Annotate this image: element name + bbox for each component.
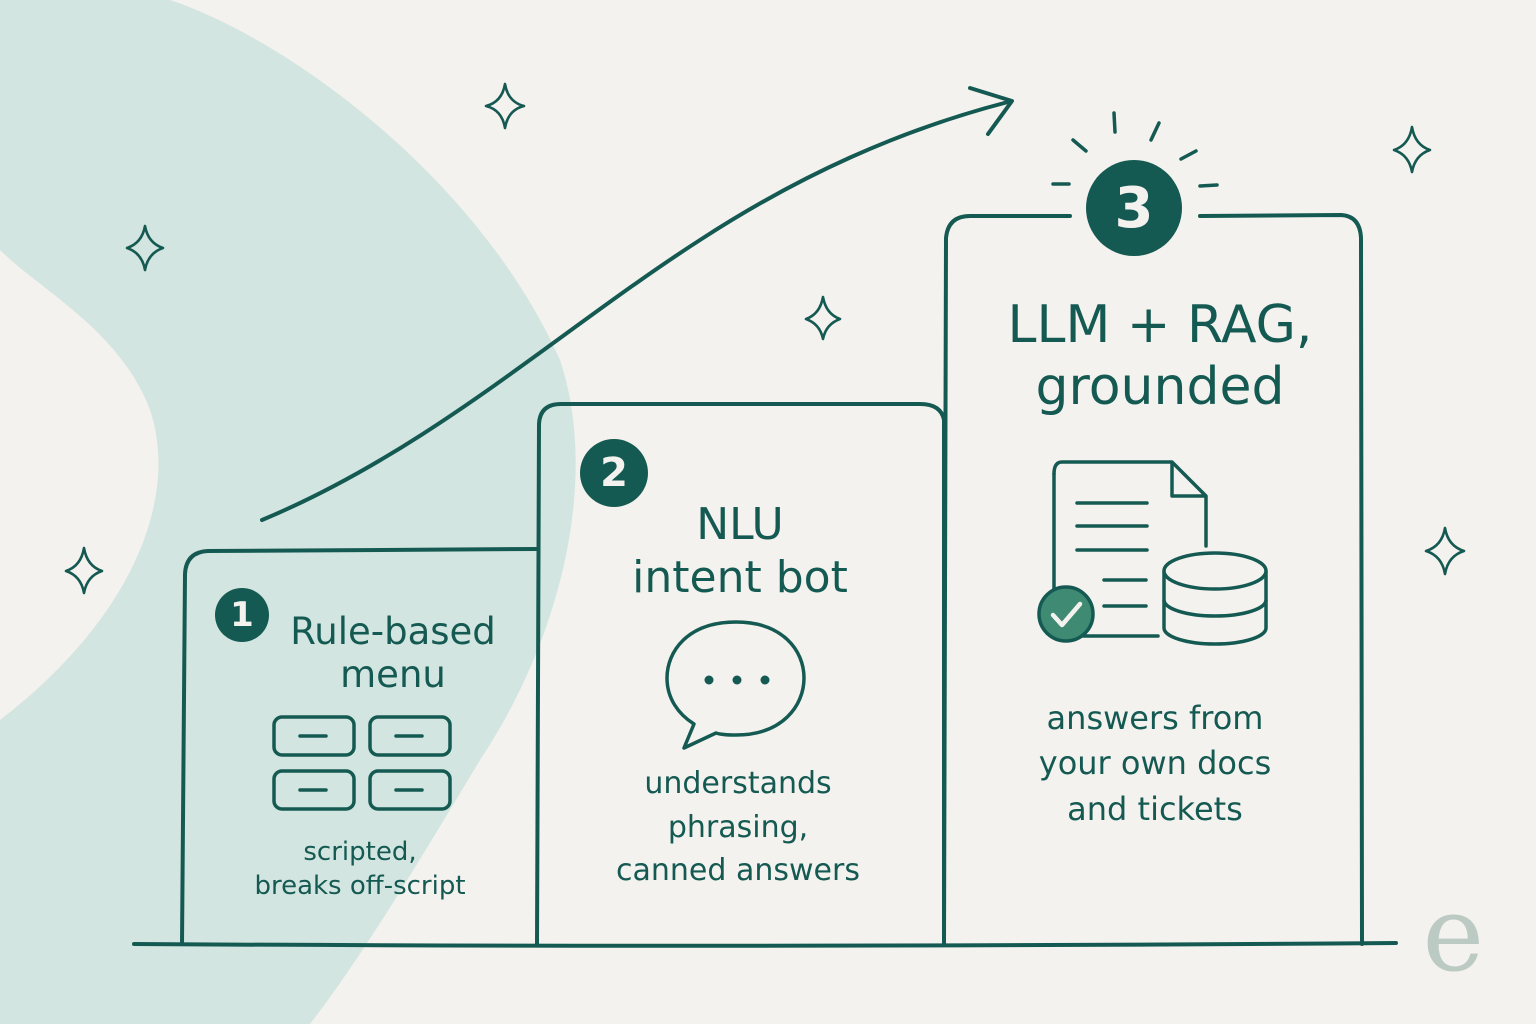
step-3-title-line-1: LLM + RAG, (1007, 295, 1313, 355)
sparkle-icon (64, 546, 104, 595)
step-3-description-line-3: and tickets (1067, 789, 1243, 828)
sparkle-icon (804, 295, 842, 341)
ground-line (132, 941, 1398, 948)
step-1-title-line-2: menu (340, 652, 446, 696)
growth-arrow-icon (260, 86, 1014, 522)
step-3-description: answers from your own docs and tickets (1010, 696, 1300, 832)
step-3-description-line-2: your own docs (1038, 744, 1272, 783)
step-2-description-line-1: understands (644, 766, 832, 801)
step-2-description-line-3: canned answers (616, 853, 860, 888)
step-1-badge: 1 (215, 588, 269, 642)
step-1-description-line-1: scripted, (303, 837, 417, 867)
document-database-icon (1037, 460, 1268, 646)
step-1-description-line-2: breaks off-script (254, 870, 466, 901)
step-3-title: LLM + RAG, grounded (1000, 294, 1320, 419)
background-blob (0, 0, 576, 1024)
step-1-box (180, 547, 540, 946)
sparkle-icons (64, 82, 1466, 595)
step-3-title-line-2: grounded (1035, 357, 1285, 418)
brand-watermark-logo: e (1422, 873, 1484, 995)
highlight-rays-icon (1051, 111, 1219, 188)
step-2-title-line-2: intent bot (632, 551, 848, 603)
sparkle-icon (484, 82, 526, 130)
step-2-description-line-2: phrasing, (667, 809, 809, 845)
step-1-title-line-1: Rule-based (290, 610, 496, 653)
step-2-title: NLU intent bot (590, 499, 890, 605)
step-2-title-line-1: NLU (696, 499, 784, 550)
chat-bubble-icon (665, 620, 806, 750)
sparkle-icon (1424, 526, 1466, 576)
step-2-box (535, 402, 946, 946)
step-3-badge: 3 (1086, 160, 1182, 256)
step-3-description-line-1: answers from (1046, 699, 1264, 737)
menu-buttons-icon (272, 715, 452, 811)
step-2-badge: 2 (580, 439, 648, 507)
sparkle-icon (1392, 125, 1432, 174)
step-2-description: understands phrasing, canned answers (590, 762, 886, 893)
step-1-description: scripted, breaks off-script (218, 836, 502, 904)
sparkle-icon (125, 224, 165, 272)
step-3-box (942, 213, 1364, 946)
step-1-title: Rule-based menu (280, 610, 506, 696)
